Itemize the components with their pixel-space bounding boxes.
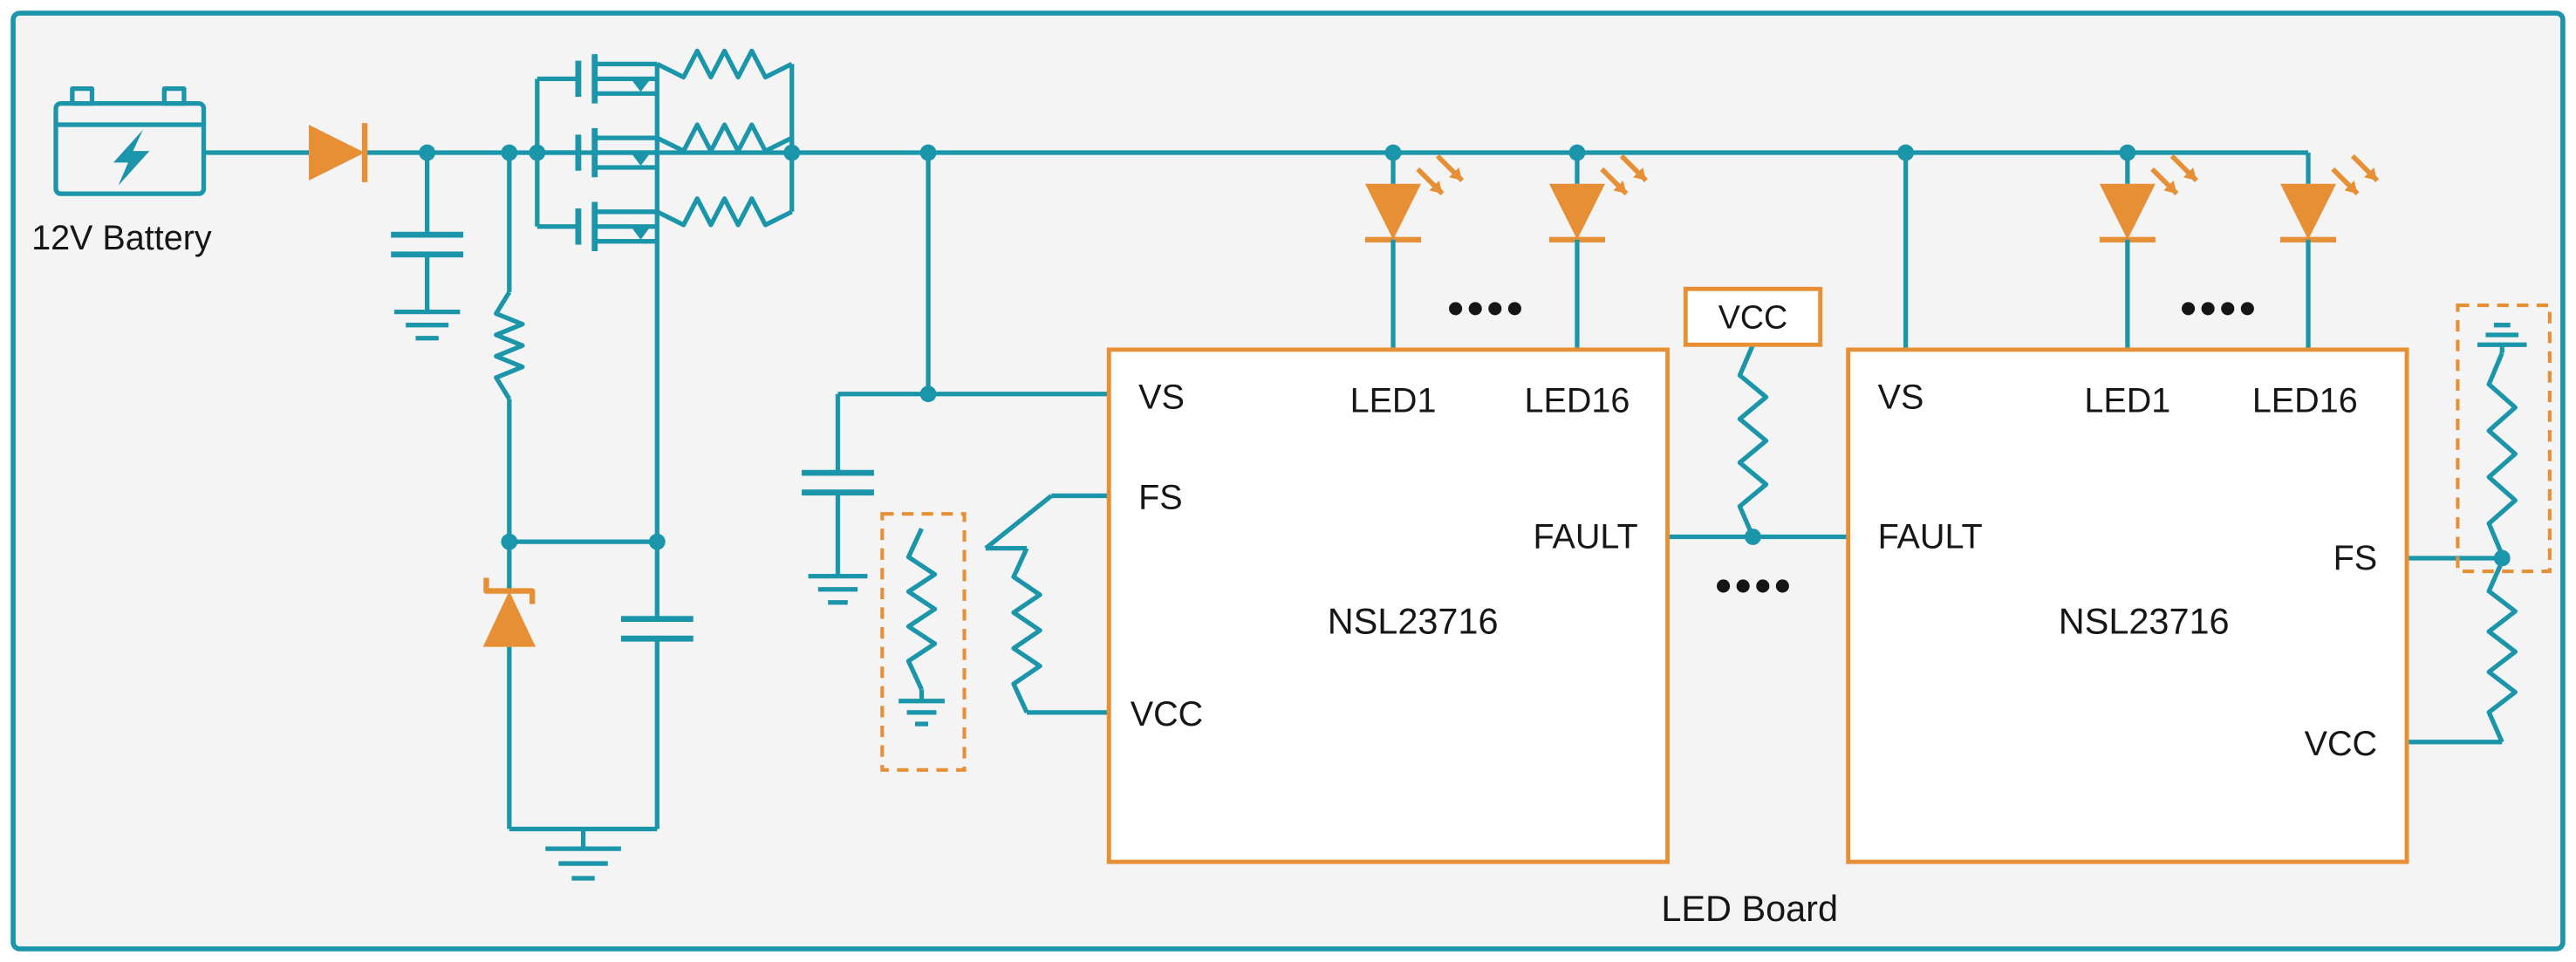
ic-left-pin-vs: VS [1138, 379, 1185, 417]
wire-net [203, 64, 2504, 849]
resistor-fs-option-left [905, 527, 938, 691]
ic-left-pin-fs: FS [1138, 479, 1183, 517]
resistor [656, 196, 793, 228]
ground-fs-option-left [899, 689, 945, 727]
capacitor-vs [802, 469, 874, 496]
ic-left-pin-vcc: VCC [1131, 695, 1203, 733]
resistor-fs-right [2486, 560, 2518, 743]
optional-box-right [2456, 304, 2552, 574]
input-diode [309, 123, 368, 182]
resistor [656, 48, 793, 80]
ic-left-pin-led16: LED16 [1525, 381, 1630, 420]
ic-right-pin-fault: FAULT [1878, 518, 1983, 556]
board-label: LED Board [1661, 889, 1838, 929]
ground-main [545, 846, 621, 881]
mosfet-2 [536, 127, 658, 178]
ic-right-pin-led16: LED16 [2252, 381, 2358, 420]
ellipsis-dots-led-left [1449, 302, 1521, 316]
battery-label: 12V Battery [31, 219, 212, 257]
vcc-net-box [1683, 286, 1823, 347]
ic-right-pin-vcc: VCC [2305, 725, 2377, 763]
ic-right-pin-vs: VS [1878, 379, 1924, 417]
resistor [656, 122, 793, 154]
ic-left-name: NSL23716 [1328, 602, 1499, 642]
ic-left-pin-fault: FAULT [1534, 518, 1638, 556]
ground-vs-cap [808, 574, 868, 605]
junction-dots [419, 144, 2511, 567]
vcc-net-label: VCC [1718, 298, 1788, 335]
ground-fs-option-right [2477, 323, 2527, 347]
led [1365, 153, 1465, 350]
ellipsis-dots-fault [1717, 579, 1789, 593]
capacitor-input [391, 231, 464, 258]
ic-right-pin-fs: FS [2333, 539, 2378, 577]
ic-right-nsl23716 [1846, 347, 2409, 864]
battery [53, 86, 207, 196]
led [2280, 153, 2380, 350]
optional-box-left [880, 512, 967, 772]
ic-right-pin-led1: LED1 [2084, 381, 2170, 420]
resistor-fs-left [1011, 547, 1042, 713]
ic-left-pin-led1: LED1 [1350, 381, 1437, 420]
ellipsis-dots-led-right [2182, 302, 2254, 316]
capacitor-regulator [620, 616, 694, 642]
ic-left-nsl23716 [1106, 347, 1670, 864]
ground-input-cap [393, 309, 461, 341]
fs-select-switch [984, 494, 1053, 550]
lightning-icon [113, 129, 150, 186]
mosfet-1 [536, 54, 658, 104]
resistor-fs-option-right [2486, 351, 2518, 556]
mosfet-3 [536, 201, 658, 251]
ic-right-name: NSL23716 [2059, 602, 2230, 642]
resistor [494, 290, 525, 400]
resistor-fault-pullup [1737, 344, 1769, 538]
zener-diode [482, 577, 536, 647]
